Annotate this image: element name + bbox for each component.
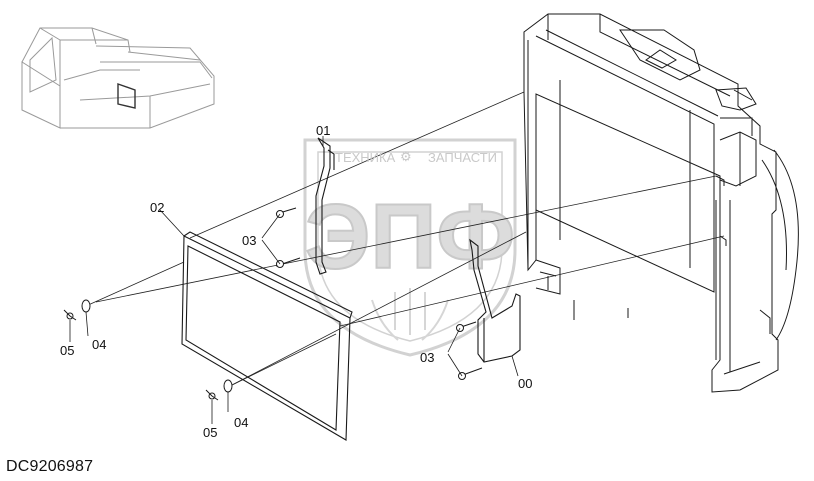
excavator-thumbnail <box>21 27 215 129</box>
watermark-text-right: ЗАПЧАСТИ <box>428 150 498 165</box>
washers-and-nuts <box>63 299 233 401</box>
radiator-assembly <box>523 13 799 393</box>
callout-05-lower: 05 <box>203 425 218 440</box>
wheat-icon <box>371 288 449 341</box>
washer-icon <box>81 299 91 313</box>
bolt-icon <box>456 321 477 332</box>
watermark-text-left: ТЕХНИКА <box>335 150 396 165</box>
callout-01: 01 <box>316 123 331 138</box>
bolts <box>275 207 483 380</box>
bracket-01 <box>315 137 335 275</box>
callout-05-upper: 05 <box>60 343 75 358</box>
diagram-code: DC9206987 <box>6 458 94 475</box>
callout-04-upper: 04 <box>92 337 107 352</box>
wing-nut-icon <box>205 389 219 401</box>
screen-panel <box>181 231 353 441</box>
bolt-icon <box>275 207 297 218</box>
callout-03-right: 03 <box>420 350 435 365</box>
washer-icon <box>223 379 233 393</box>
wing-nut-icon <box>63 309 77 321</box>
callout-04-lower: 04 <box>234 415 249 430</box>
watermark-gear-icon: ⚙ <box>400 149 412 164</box>
watermark-logo: ЭПФ <box>303 138 517 357</box>
bolt-icon <box>458 367 483 380</box>
callout-00: 00 <box>518 376 533 391</box>
watermark-logo-text: ЭПФ <box>305 186 515 288</box>
callout-03-left: 03 <box>242 233 257 248</box>
leader-lines <box>69 136 519 424</box>
callout-02: 02 <box>150 200 165 215</box>
bracket-00 <box>469 238 521 363</box>
